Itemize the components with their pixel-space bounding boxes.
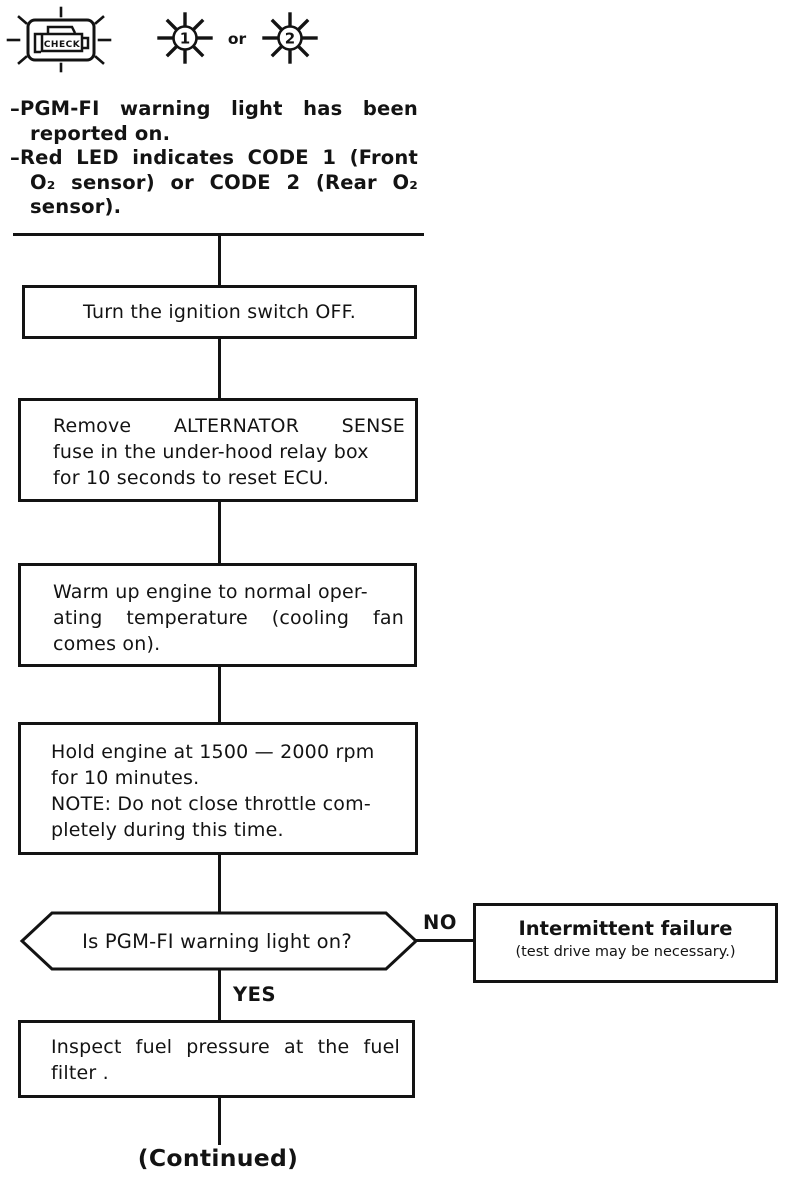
step-text-line: comes on).	[53, 633, 161, 655]
step-text-line: fuse in the under-hood relay box	[53, 441, 369, 463]
symptom-note-line: reported on.	[30, 121, 171, 145]
result-title: Intermittent failure	[518, 917, 733, 940]
flow-connector	[218, 500, 221, 564]
flow-connector	[218, 970, 221, 1021]
flow-connector	[218, 337, 221, 399]
step-text-line: pletely during this time.	[51, 819, 284, 841]
flow-connector	[218, 853, 221, 914]
symptom-note-line: O₂ sensor) or CODE 2 (Rear O₂	[30, 170, 418, 194]
flow-connector	[218, 665, 221, 723]
flow-step-remove-fuse: Remove ALTERNATOR SENSE fuse in the unde…	[18, 398, 418, 502]
led-code2-icon: 2	[262, 12, 318, 64]
yes-branch-label: YES	[233, 983, 276, 1006]
led2-number: 2	[285, 30, 295, 48]
decision-hexagon: Is PGM-FI warning light on?	[19, 911, 419, 971]
symptom-note-line: –PGM-FI warning light has been	[10, 97, 418, 120]
intermittent-failure-box: Intermittent failure (test drive may be …	[473, 903, 778, 983]
symptom-note: –Red LED indicates CODE 1 (Front O₂ sens…	[10, 146, 418, 220]
result-subtitle: (test drive may be necessary.)	[515, 944, 736, 960]
flow-step-hold-engine-rpm: Hold engine at 1500 — 2000 rpm for 10 mi…	[18, 722, 418, 855]
no-branch-label: NO	[423, 911, 457, 934]
step-text-line: for 10 minutes.	[51, 767, 200, 789]
led1-number: 1	[180, 30, 190, 48]
flow-connector	[218, 235, 221, 285]
step-text-line: Remove ALTERNATOR SENSE	[53, 415, 405, 437]
step-text-line: Hold engine at 1500 — 2000 rpm	[51, 741, 375, 763]
flow-connector	[218, 1096, 221, 1145]
step-text-line: NOTE: Do not close throttle com-	[51, 793, 371, 815]
separator-line	[13, 233, 424, 236]
symptom-note: –PGM-FI warning light has been reported …	[10, 97, 418, 146]
step-text-line: filter .	[51, 1062, 109, 1084]
step-text: Turn the ignition switch OFF.	[83, 301, 356, 323]
check-engine-warning-light-icon: CHECK	[6, 6, 112, 73]
step-text-line: Inspect fuel pressure at the fuel	[51, 1036, 400, 1058]
step-text-line: ating temperature (cooling fan	[53, 607, 404, 629]
step-text-line: Warm up engine to normal oper-	[53, 581, 368, 603]
symptom-notes: –PGM-FI warning light has been reported …	[10, 97, 418, 220]
flow-step-inspect-fuel-pressure: Inspect fuel pressure at the fuel filter…	[18, 1020, 415, 1098]
step-text-line: for 10 seconds to reset ECU.	[53, 467, 330, 489]
or-label: or	[228, 30, 247, 48]
flow-step-warm-up-engine: Warm up engine to normal oper- ating tem…	[18, 563, 417, 667]
symptom-note-line: sensor).	[30, 195, 122, 219]
decision-question: Is PGM-FI warning light on?	[82, 930, 352, 953]
flow-step-ignition-off: Turn the ignition switch OFF.	[22, 285, 417, 339]
continued-label: (Continued)	[137, 1144, 299, 1172]
led-code1-icon: 1	[157, 12, 213, 64]
led-code-indicators: 1 or 2	[157, 12, 318, 64]
symptom-note-line: –Red LED indicates CODE 1 (Front	[10, 146, 418, 170]
check-light-label: CHECK	[44, 40, 81, 50]
no-branch-connector	[414, 939, 473, 942]
